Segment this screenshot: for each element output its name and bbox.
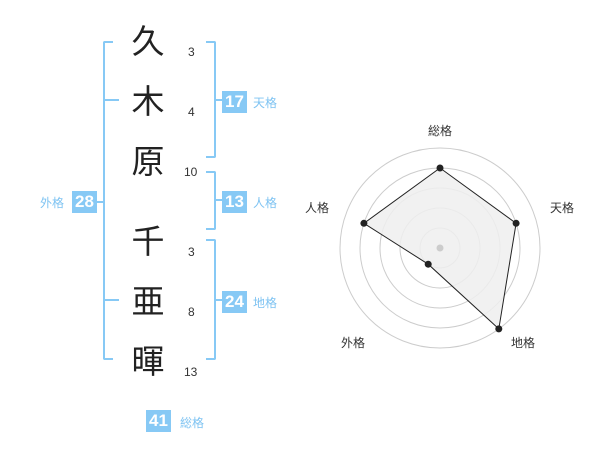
radar-point-3 — [424, 260, 432, 268]
gaikaku-label: 外格 — [40, 196, 65, 210]
tenkaku-bracket — [206, 41, 216, 158]
surname-char-1: 久 — [131, 22, 165, 61]
gaikaku-tick-top — [103, 99, 119, 101]
radar-axis-label-jinkaku: 人格 — [305, 201, 330, 215]
gaikaku-tick-bottom — [103, 299, 119, 301]
gaikaku-bracket — [103, 41, 113, 360]
radar-axis-label-soukaku: 総格 — [428, 124, 453, 138]
radar-axis-label-gaikaku: 外格 — [341, 336, 366, 350]
surname-char-3: 原 — [131, 142, 165, 181]
radar-axis-label-tenkaku: 天格 — [550, 201, 575, 215]
tenkaku-value-badge: 17 — [222, 91, 247, 113]
given-strokes-1: 3 — [188, 245, 195, 259]
jinkaku-bracket — [206, 171, 216, 230]
gaikaku-value-badge: 28 — [72, 191, 97, 213]
radar-point-2 — [495, 325, 503, 333]
surname-char-2: 木 — [131, 82, 165, 121]
jinkaku-value-badge: 13 — [222, 191, 247, 213]
soukaku-label: 総格 — [180, 416, 205, 430]
tenkaku-label: 天格 — [253, 96, 278, 110]
surname-strokes-2: 4 — [188, 105, 195, 119]
jinkaku-label: 人格 — [253, 196, 278, 210]
jinkaku-bracket-tick — [216, 199, 222, 201]
tenkaku-bracket-tick — [216, 99, 222, 101]
given-char-1: 千 — [131, 222, 165, 261]
given-strokes-3: 13 — [184, 365, 198, 379]
radar-points — [360, 164, 520, 333]
surname-strokes-3: 10 — [184, 165, 198, 179]
radar-point-4 — [360, 219, 368, 227]
soukaku-value-badge: 41 — [146, 410, 171, 432]
chikaku-bracket-tick — [216, 299, 222, 301]
radar-center-dot — [436, 244, 444, 252]
given-strokes-2: 8 — [188, 305, 195, 319]
given-char-2: 亜 — [131, 282, 165, 321]
surname-strokes-1: 3 — [188, 45, 195, 59]
given-char-3: 暉 — [131, 342, 165, 381]
radar-point-0 — [436, 164, 444, 172]
chikaku-bracket — [206, 239, 216, 360]
radar-ring-5 — [339, 147, 541, 349]
radar-point-1 — [512, 219, 520, 227]
radar-axis-label-chikaku: 地格 — [511, 336, 536, 350]
gaikaku-center-tick — [97, 201, 103, 203]
chikaku-value-badge: 24 — [222, 291, 247, 313]
chikaku-label: 地格 — [253, 296, 278, 310]
